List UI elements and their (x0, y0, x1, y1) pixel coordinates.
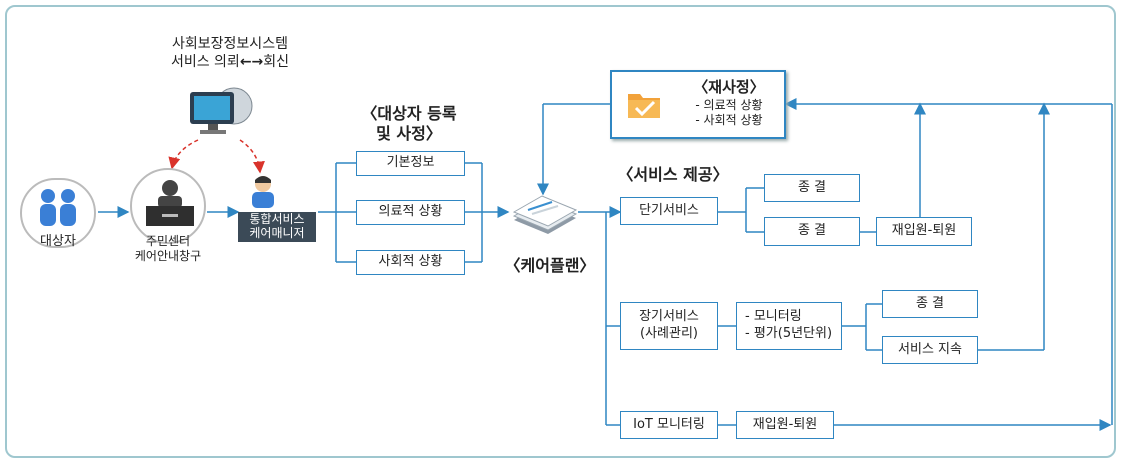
manager-line2: 케어매니저 (249, 225, 305, 240)
person-label: 대상자 (40, 234, 76, 249)
monitor-icon (186, 82, 256, 138)
reply-label: 회신 (263, 53, 290, 70)
social-status-box: 사회적 상황 (356, 250, 465, 275)
reassessment-content: 〈재사정〉 - 의료적 상황 - 사회적 상황 (674, 78, 784, 129)
system-flow: 서비스 의뢰←→회신 (130, 54, 330, 72)
people-icon (40, 189, 76, 226)
registration-title: 〈대상자 등록 및 사정〉 (344, 104, 474, 144)
long-term-end-box: 종 결 (882, 290, 978, 318)
desk-icon (146, 180, 194, 226)
reassessment-item-medical: - 의료적 상황 (695, 97, 763, 112)
long-term-line1: 장기서비스 (639, 309, 699, 325)
arrow-both-icon: ←→ (239, 53, 264, 70)
system-caption: 사회보장정보시스템 서비스 의뢰←→회신 (130, 36, 330, 71)
monitoring-line1: - 모니터링 (745, 309, 802, 325)
monitoring-line2: - 평가(5년단위) (745, 326, 833, 341)
service-title: 〈서비스 제공〉 (617, 165, 729, 184)
reassessment-title: 〈재사정〉 (693, 78, 765, 96)
reassessment-item-social: - 사회적 상황 (695, 113, 763, 128)
long-term-line2: (사례관리) (640, 326, 698, 341)
center-line1: 주민센터 (145, 234, 191, 248)
iot-monitoring-box: IoT 모니터링 (620, 411, 718, 439)
short-term-readmit-box: 재입원-퇴원 (876, 217, 972, 246)
short-term-box: 단기서비스 (620, 197, 718, 225)
people-icon-frame (20, 178, 96, 248)
medical-status-box: 의료적 상황 (356, 200, 465, 225)
system-name: 사회보장정보시스템 (172, 36, 288, 52)
short-term-end1-box: 종 결 (764, 174, 860, 202)
service-continue-box: 서비스 지속 (882, 336, 978, 364)
registration-title-line1: 〈대상자 등록 (361, 104, 457, 123)
folder-check-icon (626, 86, 662, 122)
manager-line1: 통합서비스 (249, 212, 305, 226)
document-stack-icon (508, 190, 580, 238)
long-term-box: 장기서비스 (사례관리) (620, 302, 718, 350)
short-term-end2-box: 종 결 (764, 217, 860, 246)
request-label: 서비스 의뢰 (170, 53, 240, 70)
manager-label: 통합서비스 케어매니저 (238, 212, 316, 242)
iot-readmit-box: 재입원-퇴원 (736, 411, 834, 439)
basic-info-box: 기본정보 (356, 151, 465, 176)
registration-title-line2: 및 사정〉 (376, 124, 442, 143)
reassessment-box: 〈재사정〉 - 의료적 상황 - 사회적 상황 (610, 70, 786, 139)
center-line2: 케어안내창구 (134, 249, 202, 263)
center-label: 주민센터 케어안내창구 (120, 234, 216, 264)
monitoring-box: - 모니터링 - 평가(5년단위) (736, 302, 842, 350)
care-manager-icon (246, 174, 280, 210)
careplan-label: 〈케어플랜〉 (504, 256, 596, 275)
desk-icon-frame (130, 168, 206, 244)
